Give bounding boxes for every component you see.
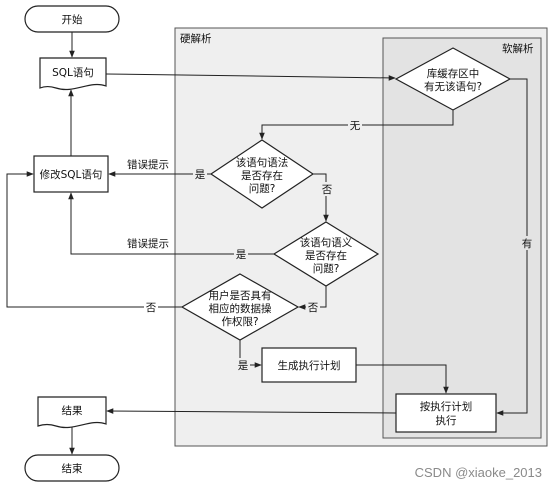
semantic-check-line2: 是否存在 [305,249,347,262]
syntax-check-decision [209,139,315,209]
sql-statement-node [39,57,107,90]
syntax-check-line1: 该语句语法 [236,156,289,169]
privilege-check-line2: 相应的数据操 [209,302,272,315]
edge-label-none: 无 [350,120,361,132]
cache-check-line2: 有无该语句? [424,80,482,93]
csdn-watermark: CSDN @xiaoke_2013 [414,465,542,480]
edge-label-no-2: 否 [308,302,319,314]
result-node [37,396,107,428]
edge-label-yes-2: 是 [236,249,247,261]
start-label: 开始 [62,13,83,26]
generate-plan-label: 生成执行计划 [278,359,341,372]
edge-execute-to-result [106,408,397,414]
hard-parse-title: 硬解析 [180,32,212,45]
edge-semantic-yes-to-modify [68,192,274,255]
end-node [24,454,120,482]
syntax-check-line3: 问题? [249,182,276,195]
cache-check-line1: 库缓存区中 [427,67,480,80]
sql-statement-label: SQL语句 [52,66,94,79]
execute-plan-line2: 执行 [436,414,457,427]
edge-syntax-no-to-semantic [313,173,329,222]
edge-sql-to-cache [105,73,396,81]
edge-label-yes-3: 是 [238,360,249,372]
soft-parse-title: 软解析 [502,42,534,55]
privilege-check-line1: 用户是否具有 [209,289,272,302]
modify-sql-label: 修改SQL语句 [40,168,103,181]
edge-label-has: 有 [522,237,533,250]
privilege-check-line3: 作权限? [221,315,258,328]
edge-label-error-hint-1: 错误提示 [127,158,169,171]
execute-plan-node [395,393,497,433]
syntax-check-line2: 是否存在 [241,169,283,182]
end-label: 结束 [62,462,83,475]
edge-label-error-hint-2: 错误提示 [127,237,169,250]
semantic-check-line3: 问题? [313,262,340,275]
edge-label-no-3: 否 [146,302,157,314]
edge-plan-to-execute [356,364,449,394]
semantic-check-line1: 该语句语义 [300,236,353,249]
execute-plan-line1: 按执行计划 [420,400,473,413]
edge-privilege-no-to-modify [6,171,182,308]
edge-label-yes-1: 是 [195,169,206,181]
generate-plan-node [261,347,357,383]
result-label: 结果 [62,404,83,417]
edge-label-no-1: 否 [322,184,333,196]
